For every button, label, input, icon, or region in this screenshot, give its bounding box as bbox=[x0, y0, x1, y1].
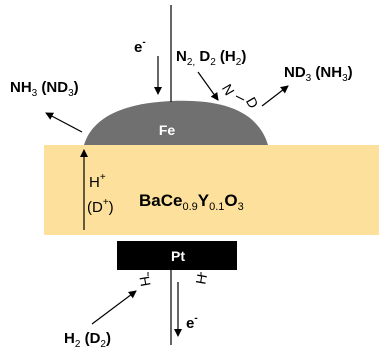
adsorbed-bond-nd bbox=[235, 95, 245, 101]
pt-label: Pt bbox=[171, 248, 185, 264]
adsorbed-n-label: N bbox=[219, 81, 238, 98]
electron-label-top: e- bbox=[134, 37, 146, 56]
formula-y: Y bbox=[198, 191, 210, 210]
formula-sub-o: 3 bbox=[238, 201, 244, 213]
reactant-bottom-arrow bbox=[91, 290, 137, 325]
proton-label-h: H+ bbox=[89, 172, 106, 191]
adsorbed-h-left: H bbox=[136, 275, 154, 288]
product-right-arrow bbox=[261, 85, 289, 107]
proton-label-d: (D+) bbox=[87, 197, 114, 216]
electron-label-bottom: e- bbox=[186, 313, 198, 332]
reactant-top-label: N2, D2 (H2) bbox=[176, 48, 246, 68]
formula-base: BaCe bbox=[139, 191, 182, 210]
product-left-arrow bbox=[45, 112, 83, 133]
formula-sub-y: 0.1 bbox=[209, 201, 224, 213]
fe-label: Fe bbox=[159, 122, 176, 138]
formula-sub-ce: 0.9 bbox=[182, 201, 197, 213]
pt-electrode bbox=[117, 241, 237, 270]
reactant-bottom-label: H2 (D2) bbox=[64, 330, 111, 350]
formula-o: O bbox=[224, 191, 237, 210]
electrolyte-formula: BaCe0.9Y0.1O3 bbox=[139, 191, 244, 213]
adsorbed-d-label: D bbox=[243, 94, 262, 111]
adsorbed-h-right: H bbox=[192, 273, 210, 286]
reactant-top-arrow bbox=[197, 71, 219, 101]
product-left-label: NH3 (ND3) bbox=[10, 79, 79, 99]
fe-electrode bbox=[84, 100, 268, 145]
electrolyte-layer bbox=[44, 145, 379, 235]
product-right-label: ND3 (NH3) bbox=[284, 64, 353, 84]
